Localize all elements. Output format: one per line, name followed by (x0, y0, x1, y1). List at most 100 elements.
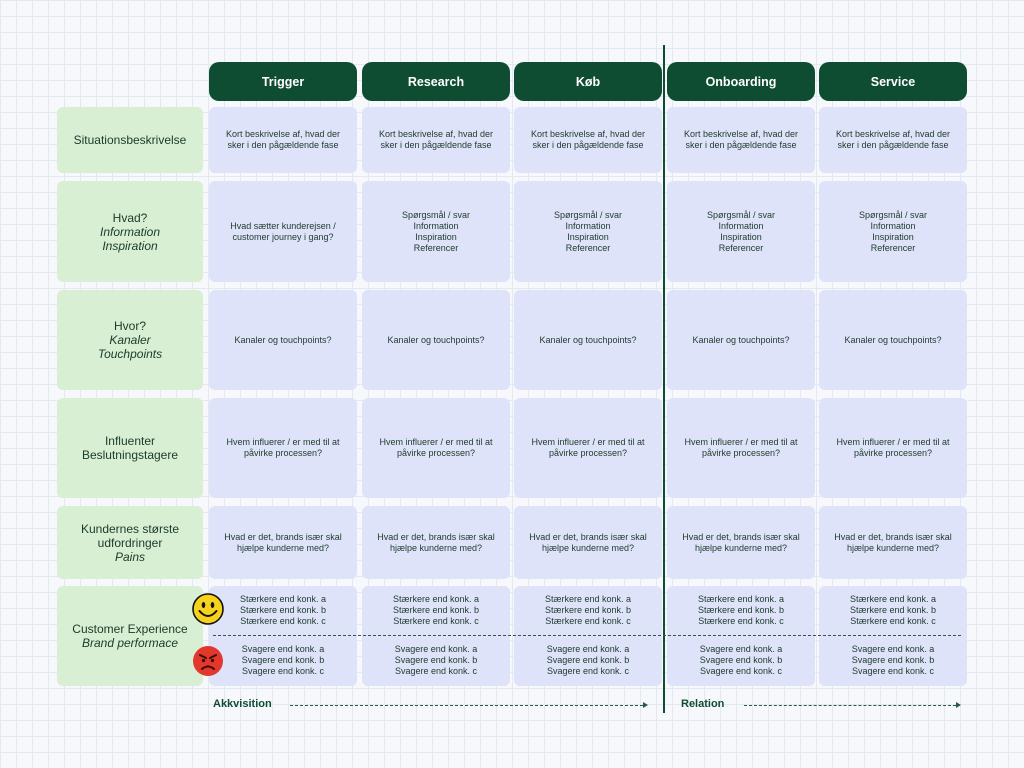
cx-stronger-a: Stærkere end konk. a (544, 594, 632, 604)
cx-weaker-a: Svagere end konk. a (851, 644, 935, 654)
cell-text: Hvad er det, brands især skal (682, 531, 800, 542)
cell-text: Inspiration (415, 231, 457, 242)
happy-face-icon (192, 593, 224, 625)
cx-stronger-c: Stærkere end konk. c (545, 616, 631, 626)
cx-weaker-a: Svagere end konk. a (241, 644, 325, 654)
row-label-text: Situationsbeskrivelse (73, 133, 187, 147)
cell-text: Information (413, 220, 459, 231)
cx-weaker-c: Svagere end konk. c (699, 666, 783, 676)
cell-text: sker i den pågældende fase (837, 140, 949, 150)
cell-text: hjælpe kunderne med? (541, 542, 635, 553)
row-label-subtext: Inspiration (102, 238, 158, 253)
row-label-situation: Situationsbeskrivelse (57, 107, 203, 173)
cx-weaker-a: Svagere end konk. a (546, 644, 630, 654)
cell-text: påvirke processen? (548, 448, 628, 458)
cell-hvor-onboarding: Kanaler og touchpoints? (667, 290, 815, 390)
row-label-influenter: Influenter Beslutningstagere (57, 398, 203, 498)
cell-text: Spørgsmål / svar (401, 209, 470, 220)
cell-text: Hvad er det, brands især skal (224, 531, 342, 542)
angry-face-icon (192, 645, 224, 677)
cx-stronger-c: Stærkere end konk. c (240, 616, 326, 626)
cell-text: sker i den pågældende fase (685, 140, 797, 150)
cx-stronger-c: Stærkere end konk. c (850, 616, 936, 626)
cell-text: Referencer (870, 242, 916, 253)
cx-separator (213, 635, 961, 636)
cx-stronger-a: Stærkere end konk. a (849, 594, 937, 604)
cell-hvor-service: Kanaler og touchpoints? (819, 290, 967, 390)
cell-text: Kort beskrivelse af, hvad der (378, 129, 494, 139)
row-label-customer-experience: Customer Experience Brand performace (57, 586, 203, 686)
row-label-hvad: Hvad? Information Inspiration (57, 181, 203, 282)
cell-text: Hvem influerer / er med til at (531, 437, 645, 447)
row-label-pains: Kundernes største udfordringer Pains (57, 506, 203, 579)
cell-text: Hvad er det, brands især skal (377, 531, 495, 542)
cell-text: Hvem influerer / er med til at (684, 437, 798, 447)
cell-text: sker i den pågældende fase (532, 140, 644, 150)
cx-weaker-c: Svagere end konk. c (546, 666, 630, 676)
row-label-hvor: Hvor? Kanaler Touchpoints (57, 290, 203, 390)
cell-text: hjælpe kunderne med? (694, 542, 788, 553)
cell-text: Spørgsmål / svar (858, 209, 927, 220)
cx-weaker-b: Svagere end konk. b (699, 655, 783, 665)
cell-text: påvirke processen? (243, 448, 323, 458)
cx-weaker-b: Svagere end konk. b (394, 655, 478, 665)
cell-text: Kort beskrivelse af, hvad der (835, 129, 951, 139)
row-label-text: Customer Experience (72, 622, 188, 636)
cell-text: påvirke processen? (396, 448, 476, 458)
row-label-text: udfordringer (97, 535, 163, 550)
cell-text: Referencer (718, 242, 764, 253)
cx-stronger-b: Stærkere end konk. b (849, 605, 937, 615)
row-label-text: Hvad? (112, 210, 148, 225)
cell-text: Inspiration (720, 231, 762, 242)
cx-weaker-c: Svagere end konk. c (241, 666, 325, 676)
column-header-research: Research (362, 62, 510, 101)
cx-weaker-c: Svagere end konk. c (394, 666, 478, 676)
cell-hvor-trigger: Kanaler og touchpoints? (209, 290, 357, 390)
row-label-subtext: Information (99, 224, 161, 239)
cx-weaker-b: Svagere end konk. b (851, 655, 935, 665)
cx-stronger-b: Stærkere end konk. b (544, 605, 632, 615)
cell-text: Referencer (565, 242, 611, 253)
cell-text: Kort beskrivelse af, hvad der (683, 129, 799, 139)
cx-stronger-a: Stærkere end konk. a (392, 594, 480, 604)
cell-text: Kanaler og touchpoints? (844, 334, 942, 345)
akkvisition-arrow-head-icon (643, 702, 648, 708)
cx-stronger-b: Stærkere end konk. b (239, 605, 327, 615)
cell-text: Information (565, 220, 611, 231)
cell-hvad-trigger: Hvad sætter kunderejsen /customer journe… (209, 181, 357, 282)
cell-text: Inspiration (567, 231, 609, 242)
cx-stronger-c: Stærkere end konk. c (698, 616, 784, 626)
cell-text: sker i den pågældende fase (380, 140, 492, 150)
cx-stronger-b: Stærkere end konk. b (697, 605, 785, 615)
footer-label-akkvisition: Akkvisition (213, 698, 272, 710)
cx-weaker-a: Svagere end konk. a (394, 644, 478, 654)
cell-text: hjælpe kunderne med? (389, 542, 483, 553)
cell-hvor-kob: Kanaler og touchpoints? (514, 290, 662, 390)
cell-text: Hvad er det, brands især skal (834, 531, 952, 542)
relation-arrow-line (744, 705, 956, 706)
